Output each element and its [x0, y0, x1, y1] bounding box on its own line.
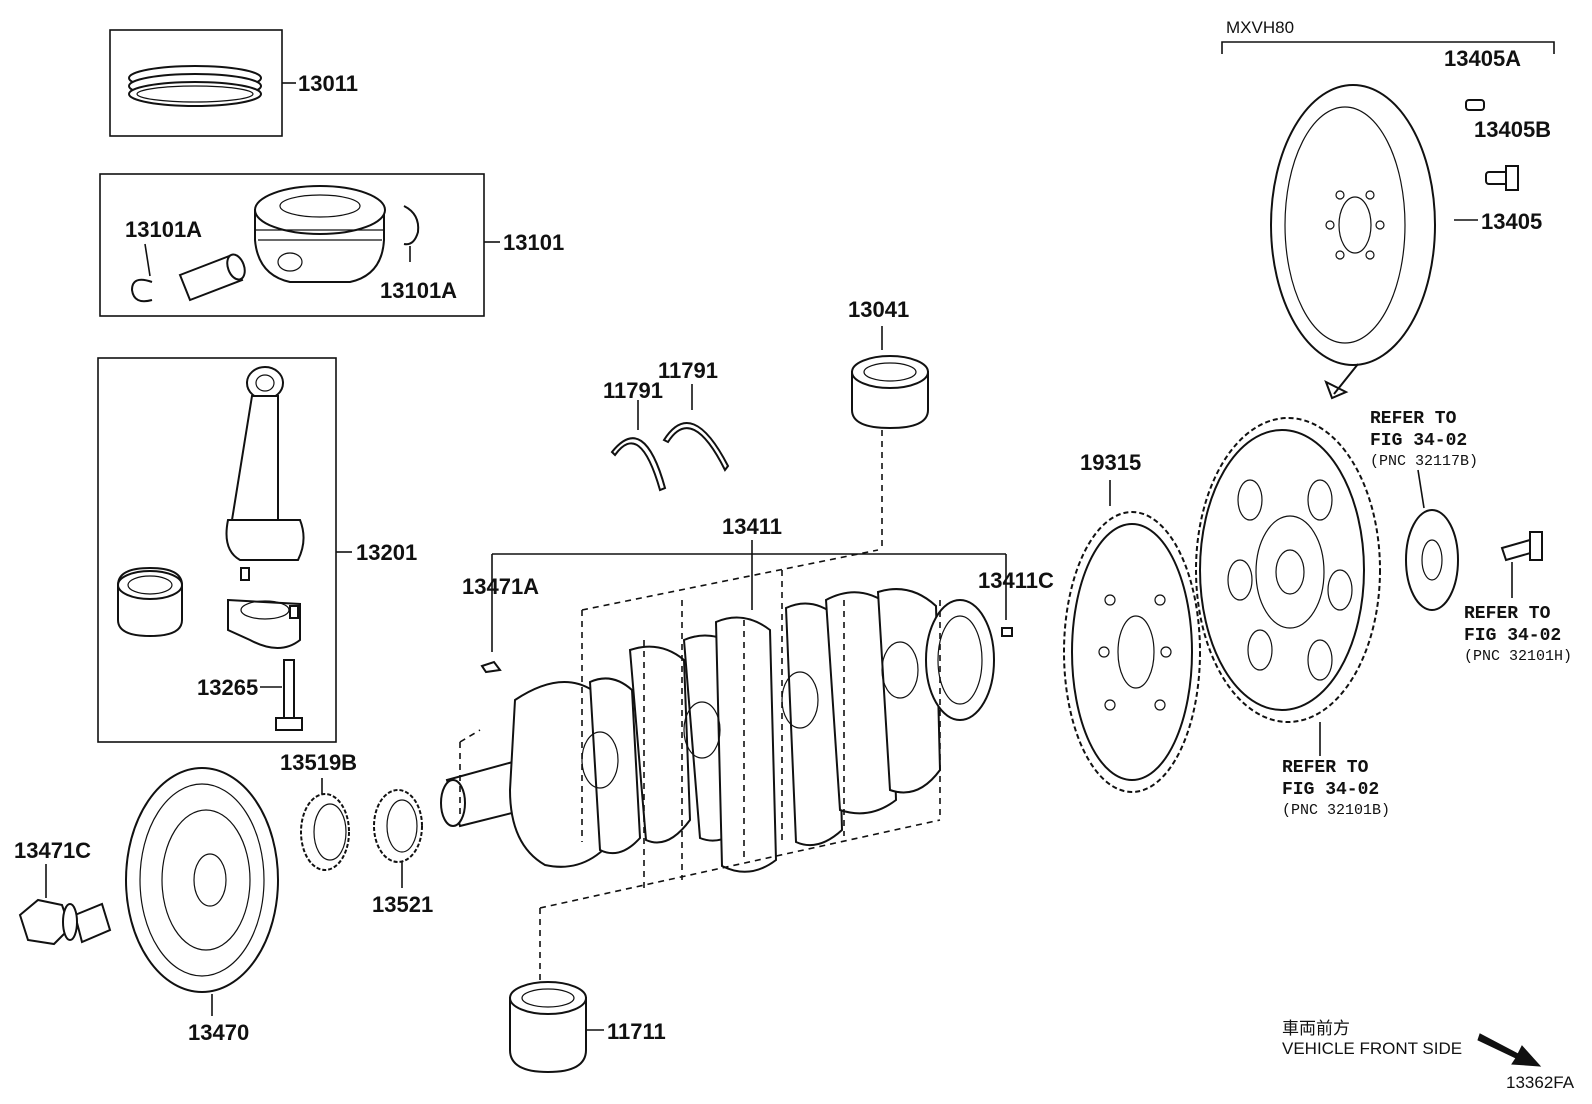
- ref-1-line2: FIG 34-02: [1370, 431, 1467, 451]
- label-19315: 19315: [1080, 450, 1141, 475]
- thrust-washer-left-icon: [610, 437, 667, 492]
- piston-group: 13101A 13101A 13101: [99, 173, 564, 317]
- main-bearing-upper-icon: [851, 355, 929, 430]
- crank-pin-icon: [1001, 627, 1013, 637]
- label-13101A-left: 13101A: [125, 217, 202, 242]
- main-bearing-lower-group: 11711: [509, 981, 666, 1074]
- label-11791-right: 11791: [658, 358, 718, 383]
- label-13101: 13101: [503, 230, 564, 255]
- label-13101A-right: 13101A: [380, 278, 457, 303]
- connecting-rod-box: [97, 357, 337, 743]
- crankshaft-group: 13411 13471A 13411C: [440, 514, 1054, 1020]
- main-bearing-lower-icon: [509, 981, 587, 1074]
- label-13411C: 13411C: [978, 568, 1054, 593]
- piston-pin-icon: [178, 253, 246, 302]
- piston-ring-set-group: 13011: [109, 29, 358, 137]
- label-13411: 13411: [722, 514, 782, 539]
- front-side-en: VEHICLE FRONT SIDE: [1282, 1039, 1462, 1058]
- timing-rotor-icon: [1063, 511, 1201, 793]
- piston-rings-icon: [128, 65, 262, 107]
- timing-gears-group: 13519B 13521: [280, 750, 433, 917]
- ref-3-line3: (PNC 32101B): [1282, 802, 1390, 819]
- label-13405B: 13405B: [1474, 117, 1551, 142]
- variant-label: MXVH80: [1226, 18, 1294, 37]
- label-13265: 13265: [197, 675, 258, 700]
- flywheel-bolt-icon: [1485, 165, 1519, 191]
- crank-pulley-icon: [125, 767, 279, 993]
- thrust-washers-group: 11791 11791: [603, 358, 730, 492]
- label-13041: 13041: [848, 297, 909, 322]
- flywheel-icon: [1270, 84, 1436, 366]
- ref-3-line2: FIG 34-02: [1282, 780, 1379, 800]
- main-bearing-upper-group: 13041: [848, 297, 929, 550]
- front-side-legend: 車両前方 VEHICLE FRONT SIDE 13362FA: [1282, 1019, 1575, 1092]
- ref-2-line3: (PNC 32101H): [1464, 648, 1572, 665]
- label-13405A: 13405A: [1444, 46, 1521, 71]
- crank-key-icon: [480, 660, 502, 674]
- drive-plate-icon: [1195, 417, 1381, 723]
- ref-2-line2: FIG 34-02: [1464, 626, 1561, 646]
- ref-1-line3: (PNC 32117B): [1370, 453, 1478, 470]
- crank-sprocket-icon: [300, 793, 350, 871]
- label-11711: 11711: [607, 1019, 666, 1044]
- label-11791-left: 11791: [603, 378, 663, 403]
- label-13470: 13470: [188, 1020, 249, 1045]
- flywheel-pin-icon: [1465, 99, 1485, 111]
- crankshaft-icon: [440, 588, 995, 873]
- front-side-jp: 車両前方: [1282, 1019, 1350, 1038]
- rod-bearing-icon: [117, 566, 183, 638]
- label-13405: 13405: [1481, 209, 1542, 234]
- label-13521: 13521: [372, 892, 433, 917]
- flywheel-arrow-icon: [1324, 363, 1359, 400]
- label-13201: 13201: [356, 540, 417, 565]
- label-13471C: 13471C: [14, 838, 91, 863]
- drive-plate-bolt-icon: [1500, 531, 1543, 562]
- thrust-washer-right-icon: [662, 422, 730, 472]
- connecting-rod-icon: [225, 366, 305, 649]
- front-arrow-icon: [1477, 1033, 1542, 1067]
- label-13471A: 13471A: [462, 574, 539, 599]
- flywheel-group: MXVH80 13405A 13405B 13405: [1221, 18, 1555, 400]
- piston-box: [99, 173, 485, 317]
- connecting-rod-group: 13201 13265: [97, 357, 417, 743]
- rod-bolt-icon: [275, 659, 303, 731]
- drive-plate-group: REFER TO FIG 34-02 (PNC 32117B) REFER TO…: [1195, 409, 1572, 819]
- timing-rotor-group: 19315: [1063, 450, 1201, 793]
- ref-3-line1: REFER TO: [1282, 758, 1369, 778]
- piston-icon: [254, 185, 386, 283]
- spacer-plate-icon: [1405, 509, 1459, 611]
- crank-gear-icon: [373, 789, 423, 863]
- ref-1-line1: REFER TO: [1370, 409, 1457, 429]
- snap-ring-right-icon: [403, 205, 420, 246]
- pulley-bolt-icon: [18, 898, 112, 946]
- snap-ring-left-icon: [130, 278, 153, 303]
- figure-code: 13362FA: [1506, 1073, 1575, 1092]
- pulley-group: 13470 13471C: [14, 767, 279, 1045]
- ref-2-line1: REFER TO: [1464, 604, 1551, 624]
- label-13011: 13011: [298, 71, 358, 96]
- label-13519B: 13519B: [280, 750, 357, 775]
